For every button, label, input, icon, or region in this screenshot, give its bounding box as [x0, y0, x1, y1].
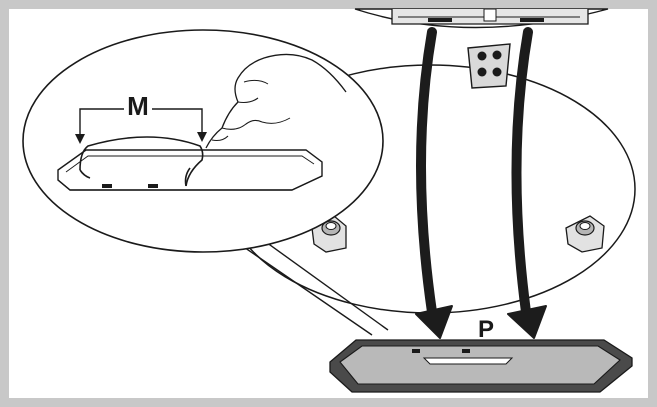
hood-top-fragment — [354, 8, 609, 29]
clip-leader-lines — [75, 108, 207, 144]
label-p: P — [478, 316, 494, 343]
label-m: M — [127, 91, 149, 121]
right-knob — [565, 215, 605, 253]
mounting-plate — [467, 43, 511, 89]
filter-panel-p — [329, 339, 633, 393]
hand-illustration — [205, 53, 347, 149]
detail-filter-panel — [57, 149, 323, 191]
detail-callout — [22, 29, 389, 336]
install-arrows — [415, 27, 547, 339]
filter-clip-wires — [79, 136, 204, 187]
